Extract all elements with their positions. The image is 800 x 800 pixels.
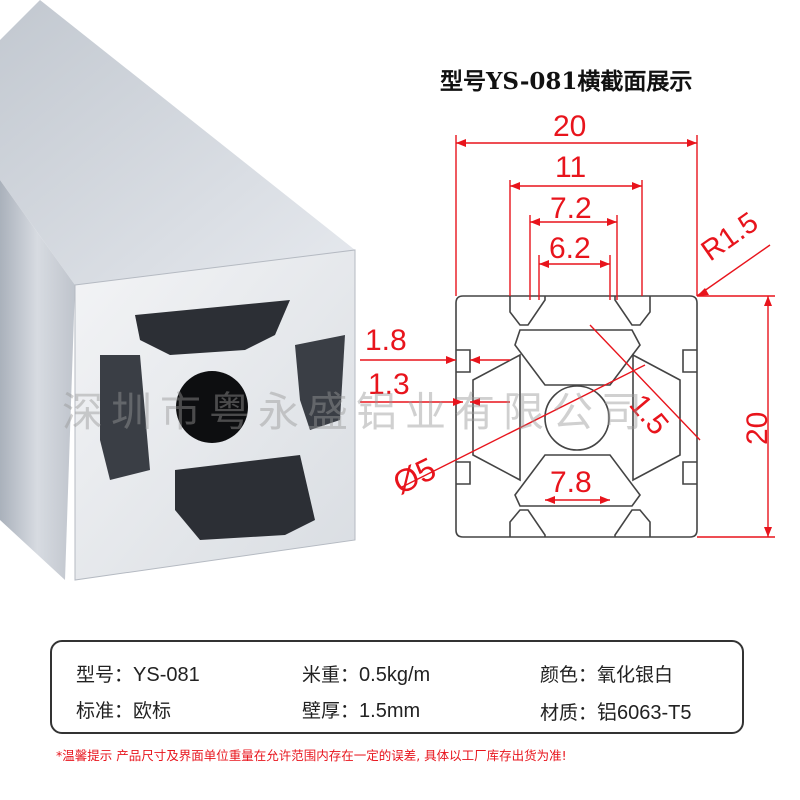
spec-model: 型号：YS-081 [76,660,200,687]
page-title: 型号YS-081横截面展示 [440,68,693,95]
top-slot [135,300,290,355]
dim-width-top: 20 [553,110,586,143]
profile-top-surface [0,0,355,285]
spec-standard: 标准：欧标 [76,696,171,723]
spec-weight: 米重：0.5kg/m [302,660,430,687]
spec-weight-label: 米重： [302,664,360,686]
dim-lip-thin: 1.3 [368,368,410,401]
spec-material-value: 铝6063-T5 [597,702,692,724]
dim-bottom: 7.8 [550,466,592,499]
dim-hole: Ø5 [387,450,441,501]
spec-material: 材质：铝6063-T5 [540,696,692,725]
bottom-slot [175,455,315,540]
dim-slot-outer: 11 [555,151,586,184]
profile-side-surface [0,180,75,580]
spec-color-label: 颜色： [540,664,598,686]
dimension-arrows [446,139,772,537]
cross-section-drawing: 20 11 7.2 6.2 R1.5 1.8 1.3 1.5 Ø5 7.8 20 [360,110,775,538]
spec-box [50,640,744,734]
spec-weight-value: 0.5kg/m [359,664,431,686]
dim-height: 20 [741,412,774,445]
product-photo [0,0,356,581]
spec-standard-label: 标准： [76,700,134,722]
dim-slot-inner: 6.2 [549,232,591,265]
profile-outline [455,295,698,538]
center-hole [176,371,248,443]
spec-thickness-label: 壁厚： [302,700,360,722]
dim-slot-mid: 7.2 [550,192,592,225]
left-slot [100,355,150,480]
watermark: 深圳市粤永盛铝业有限公司 [62,388,650,436]
right-slot [295,335,345,430]
spec-color-value: 氧化银白 [597,664,674,686]
spec-standard-value: 欧标 [133,700,172,722]
dim-lip: 1.8 [365,324,407,357]
disclaimer-note: *温馨提示 产品尺寸及界面单位重量在允许范围内存在一定的误差, 具体以工厂库存出… [56,748,567,763]
spec-model-label: 型号： [76,664,134,686]
spec-thickness: 壁厚：1.5mm [302,696,420,723]
spec-color: 颜色：氧化银白 [540,660,673,687]
spec-material-label: 材质： [540,702,598,724]
dimension-lines [360,135,775,538]
spec-thickness-value: 1.5mm [359,700,421,722]
dim-radius: R1.5 [696,206,765,267]
spec-model-value: YS-081 [133,664,200,686]
